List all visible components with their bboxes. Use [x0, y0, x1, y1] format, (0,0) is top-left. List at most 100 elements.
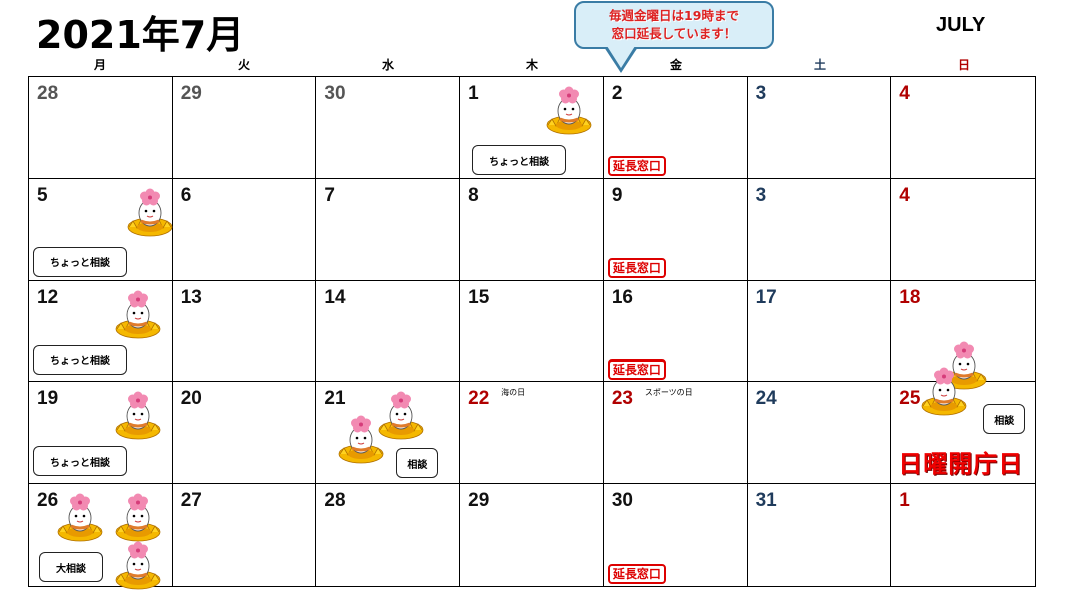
consultation-callout: ちょっと相談: [33, 446, 127, 477]
day-number: 14: [324, 286, 346, 308]
mascot-flower-icon: [115, 285, 161, 341]
bubble-tail-inner: [607, 46, 635, 68]
day-number: 24: [755, 388, 777, 410]
holiday-name: スポーツの日: [644, 388, 693, 398]
day-number: 19: [37, 388, 59, 410]
consultation-callout: ちょっと相談: [33, 246, 127, 277]
day-number: 20: [180, 388, 202, 410]
calendar-cell: 28: [316, 484, 461, 586]
day-number: 31: [755, 490, 777, 512]
calendar-cell: 5 ちょっと相談: [29, 178, 173, 281]
day-number: 27: [180, 490, 202, 512]
extend-window-tag: 延長窓口: [607, 360, 666, 381]
calendar-cell: 13: [172, 280, 317, 383]
day-number: 25: [899, 388, 921, 410]
calendar-cell: 21 相談: [316, 382, 461, 485]
calendar-cell: 26 大相談: [29, 484, 173, 590]
day-number: 7: [324, 184, 335, 206]
day-number: 3: [755, 83, 767, 104]
calendar-cell: 3: [747, 77, 892, 179]
calendar-cell: 12 ちょっと相談: [29, 280, 173, 383]
calendar-cell: 28: [29, 77, 173, 179]
sunday-open-label: 日曜開庁日: [898, 450, 1024, 479]
weekday-sun: 日: [957, 58, 970, 72]
calendar-cell: 22 海の日: [460, 382, 604, 485]
mascot-flower-icon: [115, 536, 161, 592]
weekday-thu: 木: [525, 58, 538, 72]
month-english-label: JULY: [936, 14, 986, 36]
day-number: 5: [37, 184, 48, 206]
calendar-cell: 23 スポーツの日 延長窓口: [603, 360, 748, 485]
calendar-cell: 31: [748, 484, 892, 586]
day-number: 4: [899, 184, 910, 206]
day-number: 28: [37, 83, 59, 104]
day-number: 17: [755, 286, 777, 308]
day-number: 13: [180, 286, 202, 308]
day-number: 23: [611, 388, 633, 410]
extend-window-tag: 延長窓口: [607, 155, 666, 176]
notice-line-1: 毎週金曜日は19時まで: [609, 8, 739, 23]
calendar-cell: 6: [172, 178, 317, 281]
day-number: 30: [611, 490, 633, 512]
notice-text: 毎週金曜日は19時まで 窓口延長しています！: [574, 7, 774, 43]
consultation-callout: ちょっと相談: [472, 145, 567, 175]
mascot-flower-icon: [127, 183, 173, 239]
consultation-callout: ちょっと相談: [33, 344, 127, 375]
consultation-callout: 相談: [396, 448, 439, 479]
day-number: 12: [37, 286, 59, 308]
calendar-cell: 9 延長窓口: [603, 178, 748, 281]
day-number: 1: [899, 490, 910, 512]
day-number: 22: [468, 388, 490, 410]
holiday-name: 海の日: [501, 388, 526, 398]
weekday-sat: 土: [813, 58, 826, 72]
day-number: 29: [180, 83, 202, 104]
day-number: 1: [468, 83, 479, 104]
calendar-cell: 4: [891, 179, 1035, 281]
calendar-cell: 20: [172, 382, 317, 485]
calendar-cell: 25 相談日曜開庁日: [891, 341, 1035, 485]
mascot-flower-icon: [57, 488, 103, 544]
mascot-flower-icon: [115, 386, 161, 442]
consultation-callout: 大相談: [39, 552, 103, 583]
mascot-flower-icon: [378, 386, 424, 442]
day-number: 2: [611, 83, 623, 104]
day-number: 29: [468, 490, 490, 512]
day-number: 26: [37, 490, 59, 512]
day-number: 21: [324, 388, 346, 410]
weekday-header: 月 火 水 木 金 土 日: [28, 56, 1036, 76]
mascot-flower-icon: [115, 488, 161, 544]
consultation-callout: 相談: [983, 404, 1026, 435]
day-number: 18: [899, 286, 921, 308]
mascot-flower-icon: [546, 81, 592, 137]
page-title: 2021年7月: [36, 13, 245, 57]
day-number: 15: [468, 286, 490, 308]
extend-window-tag: 延長窓口: [607, 564, 666, 584]
weekday-wed: 水: [381, 58, 394, 72]
day-number: 8: [468, 184, 479, 206]
calendar-cell: 15: [460, 280, 604, 383]
calendar-cell: 29: [172, 77, 317, 179]
weekday-fri: 金: [669, 58, 682, 72]
notice-bubble-box: [574, 1, 774, 49]
day-number: 6: [180, 184, 192, 206]
calendar-cell: 1 ちょっと相談: [460, 77, 604, 179]
notice-line-2: 窓口延長しています！: [611, 26, 737, 41]
extend-window-tag: 延長窓口: [607, 257, 666, 278]
weekday-tue: 火: [237, 58, 250, 72]
calendar-cell: 4: [891, 77, 1035, 179]
calendar-cell: 8: [460, 178, 604, 281]
day-number: 9: [611, 184, 623, 206]
calendar-cell: 3: [747, 178, 892, 281]
calendar-cell: 2 延長窓口: [603, 77, 748, 179]
calendar-cell: 19 ちょっと相談: [29, 382, 173, 485]
calendar-cell: 1: [891, 484, 1035, 586]
calendar-cell: 30: [316, 77, 461, 179]
day-number: 28: [324, 490, 346, 512]
calendar-cell: 29: [460, 484, 604, 586]
calendar-cell: 14: [316, 280, 461, 383]
mascot-flower-icon: [921, 362, 967, 418]
mascot-flower-icon: [338, 410, 384, 466]
calendar-cell: 30 延長窓口: [604, 484, 748, 586]
weekday-mon: 月: [93, 58, 106, 72]
